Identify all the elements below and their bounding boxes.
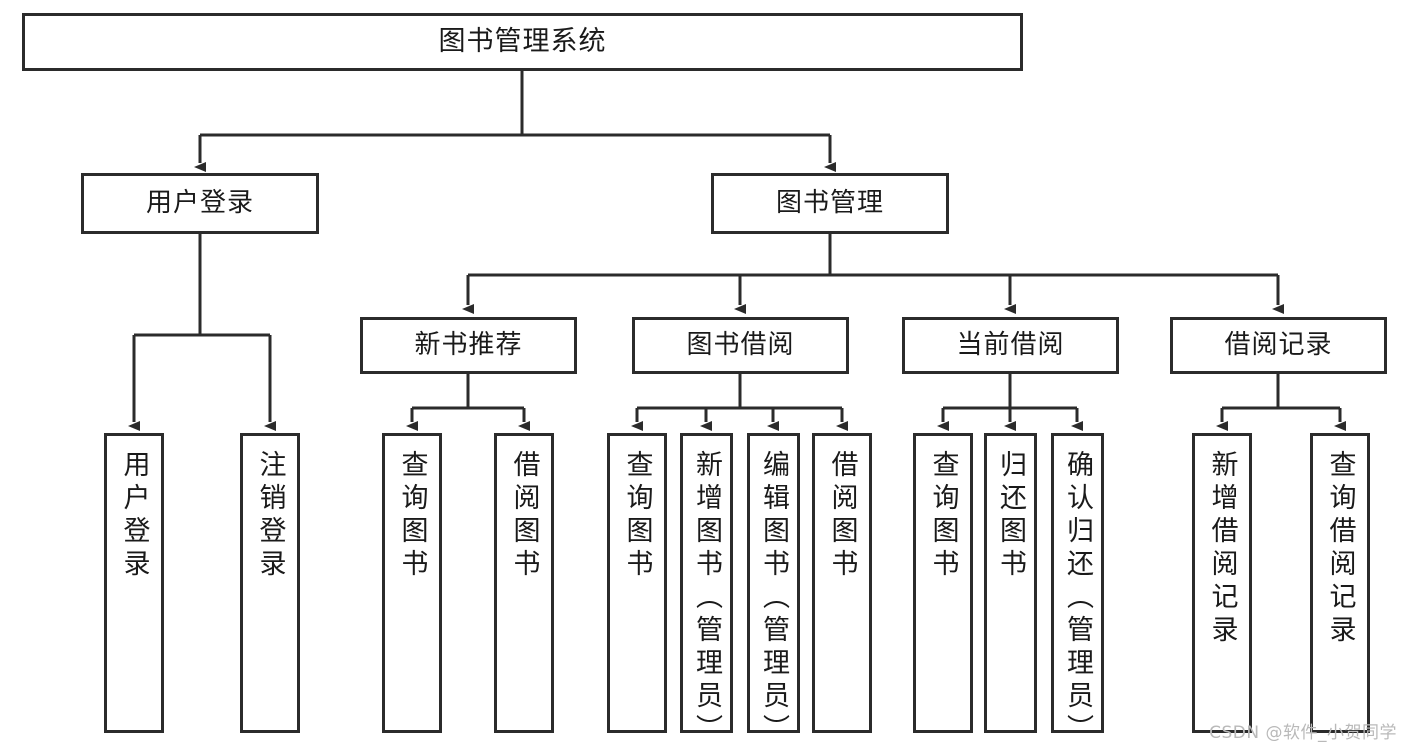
node-label: 图书管理 xyxy=(775,187,884,218)
leaf-label: 查询图书 xyxy=(927,450,959,582)
node-root-system[interactable]: 图书管理系统 xyxy=(22,13,1023,71)
leaf-label: 借阅图书 xyxy=(508,450,540,582)
leaf-label: 新增图书（管理员） xyxy=(691,450,722,747)
node-label: 当前借阅 xyxy=(956,329,1065,360)
node-borrow-record[interactable]: 借阅记录 xyxy=(1170,317,1387,374)
node-user-login[interactable]: 用户登录 xyxy=(81,173,319,234)
leaf-label: 编辑图书（管理员） xyxy=(758,450,789,747)
leaf-label: 注销登录 xyxy=(254,450,286,582)
leaf-borrow-edit-book-admin[interactable]: 编辑图书（管理员） xyxy=(747,433,800,747)
leaf-borrow-query-book[interactable]: 查询图书 xyxy=(607,433,667,733)
leaf-label: 用户登录 xyxy=(118,450,150,582)
leaf-current-query-book[interactable]: 查询图书 xyxy=(913,433,973,733)
node-book-management[interactable]: 图书管理 xyxy=(711,173,949,234)
leaf-borrow-borrow-book[interactable]: 借阅图书 xyxy=(812,433,872,733)
node-label: 图书借阅 xyxy=(686,329,795,360)
leaf-label: 查询图书 xyxy=(621,450,653,582)
node-label: 借阅记录 xyxy=(1224,329,1333,360)
leaf-label: 查询图书 xyxy=(396,450,428,582)
leaf-record-add-record[interactable]: 新增借阅记录 xyxy=(1192,433,1252,733)
leaf-label: 查询借阅记录 xyxy=(1324,450,1356,648)
leaf-record-query-record[interactable]: 查询借阅记录 xyxy=(1310,433,1370,733)
node-new-book-recommend[interactable]: 新书推荐 xyxy=(360,317,577,374)
leaf-label: 新增借阅记录 xyxy=(1206,450,1238,648)
leaf-recommend-borrow-book[interactable]: 借阅图书 xyxy=(494,433,554,733)
node-book-borrow[interactable]: 图书借阅 xyxy=(632,317,849,374)
leaf-current-confirm-return-admin[interactable]: 确认归还（管理员） xyxy=(1051,433,1104,747)
leaf-label: 归还图书 xyxy=(995,450,1026,582)
node-label: 用户登录 xyxy=(145,187,254,218)
leaf-label: 确认归还（管理员） xyxy=(1062,450,1093,747)
leaf-borrow-add-book-admin[interactable]: 新增图书（管理员） xyxy=(680,433,733,747)
node-label: 图书管理系统 xyxy=(438,26,607,58)
leaf-recommend-query-book[interactable]: 查询图书 xyxy=(382,433,442,733)
leaf-current-return-book[interactable]: 归还图书 xyxy=(984,433,1037,733)
leaf-label: 借阅图书 xyxy=(826,450,858,582)
node-label: 新书推荐 xyxy=(414,329,523,360)
leaf-user-login-login[interactable]: 用户登录 xyxy=(104,433,164,733)
node-current-borrow[interactable]: 当前借阅 xyxy=(902,317,1119,374)
leaf-user-login-logout[interactable]: 注销登录 xyxy=(240,433,300,733)
csdn-watermark: CSDN @软件_小贺同学 xyxy=(1209,723,1397,743)
